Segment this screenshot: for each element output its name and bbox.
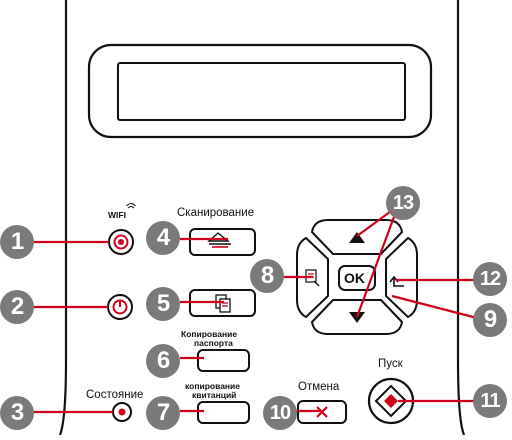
id-copy-label-line1: Копирование <box>181 329 238 339</box>
callout-5: 5 <box>146 287 180 321</box>
nav-up-button[interactable] <box>310 219 404 255</box>
arrow-down-icon <box>349 312 365 323</box>
callout-3: 3 <box>0 396 34 430</box>
scan-label: Сканирование <box>177 207 255 219</box>
callout-4: 4 <box>146 221 180 255</box>
start-label: Пуск <box>378 358 403 370</box>
wifi-button[interactable] <box>108 229 134 255</box>
scan-button[interactable] <box>189 228 256 256</box>
start-button[interactable] <box>367 377 415 425</box>
callout-7: 7 <box>146 396 180 430</box>
wifi-label: WIFI <box>108 210 126 220</box>
lcd-display <box>87 43 433 139</box>
start-diamond-icon <box>374 384 408 418</box>
status-label: Состояние <box>86 389 144 401</box>
status-led <box>112 402 132 422</box>
callout-13: 13 <box>386 186 420 220</box>
nav-right-button[interactable] <box>385 236 418 319</box>
receipt-copy-label-line2: квитанций <box>192 390 237 400</box>
callout-10: 10 <box>263 396 297 430</box>
wifi-signal-icon <box>126 203 136 209</box>
callout-6: 6 <box>146 344 180 378</box>
callout-2: 2 <box>0 290 34 324</box>
id-copy-button[interactable] <box>197 349 250 372</box>
panel-body <box>58 0 466 436</box>
cancel-label: Отмена <box>298 381 340 393</box>
receipt-copy-button[interactable] <box>197 401 250 424</box>
callout-1: 1 <box>0 225 34 259</box>
callout-12: 12 <box>473 262 507 296</box>
callout-11: 11 <box>473 384 507 418</box>
ok-button[interactable] <box>338 265 376 291</box>
id-copy-label-line2: паспорта <box>194 338 233 348</box>
ok-label: OK <box>344 270 365 286</box>
power-button[interactable] <box>107 294 133 320</box>
callout-9: 9 <box>473 303 507 337</box>
leader-lines <box>32 205 478 414</box>
receipt-copy-label-line1: копирование <box>185 381 241 391</box>
callout-8: 8 <box>250 259 284 293</box>
arrow-up-icon <box>349 232 365 243</box>
